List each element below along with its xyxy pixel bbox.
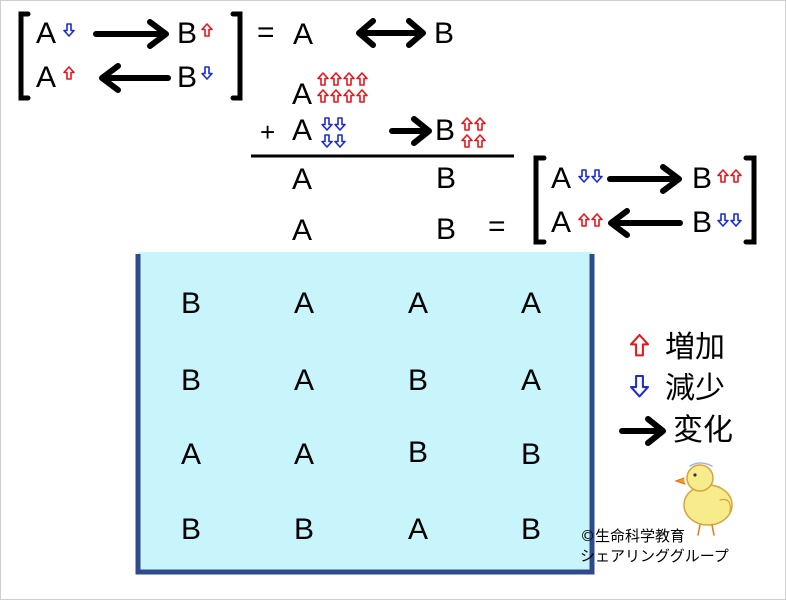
decrease-icon bbox=[63, 23, 75, 37]
arrow-right-3 bbox=[607, 164, 682, 194]
increase-icon bbox=[717, 169, 729, 183]
species-a: A bbox=[36, 61, 57, 94]
decrease-icon bbox=[201, 66, 213, 80]
bracket-right-2 bbox=[743, 155, 757, 245]
species-a: A bbox=[551, 206, 572, 239]
decrease-cluster-icon bbox=[321, 117, 346, 148]
arrow-left-1 bbox=[99, 63, 171, 93]
increase-icon bbox=[578, 213, 590, 227]
tank-molecule: A bbox=[294, 438, 315, 471]
legend-change-label: 変化 bbox=[673, 413, 733, 448]
tank-molecule: B bbox=[294, 513, 315, 546]
arrow-left-3 bbox=[608, 208, 683, 238]
legend-decrease-label: 減少 bbox=[665, 371, 725, 406]
credit-line-2: シェアリンググループ bbox=[580, 547, 729, 565]
container-tank bbox=[138, 252, 592, 572]
species-a: A bbox=[292, 78, 313, 111]
species-b: B bbox=[177, 61, 198, 94]
species-b: B bbox=[692, 162, 713, 195]
decrease-icon bbox=[717, 213, 729, 227]
tank-molecule: B bbox=[521, 513, 542, 546]
increase-icon bbox=[201, 23, 213, 37]
tank-molecule: A bbox=[521, 364, 542, 397]
arrow-right-2 bbox=[389, 116, 432, 146]
species-b: B bbox=[692, 206, 713, 239]
tank-molecule: B bbox=[408, 364, 429, 397]
tank-molecule: B bbox=[408, 436, 429, 469]
decrease-icon bbox=[578, 169, 590, 183]
tank-molecule: A bbox=[408, 513, 429, 546]
legend-increase-icon bbox=[629, 333, 650, 357]
species-a: A bbox=[292, 114, 313, 147]
chick-illustration bbox=[674, 462, 733, 536]
tank-molecule: B bbox=[181, 364, 202, 397]
decrease-icon bbox=[730, 213, 742, 227]
equilibrium-arrow bbox=[356, 18, 426, 48]
tank-wall bbox=[135, 254, 595, 575]
tank-molecule: A bbox=[408, 287, 429, 320]
species-a: A bbox=[292, 163, 313, 196]
legend-increase-label: 増加 bbox=[665, 330, 725, 365]
species-b: B bbox=[436, 213, 457, 246]
legend-change-arrow-icon bbox=[619, 416, 666, 446]
species-a: A bbox=[551, 162, 572, 195]
species-b: B bbox=[436, 162, 457, 195]
tank-molecule: A bbox=[294, 287, 315, 320]
species-a: A bbox=[36, 17, 57, 50]
species-b: B bbox=[177, 17, 198, 50]
tank-molecule: A bbox=[294, 364, 315, 397]
tank-molecule: A bbox=[521, 287, 542, 320]
species-b: B bbox=[434, 17, 455, 50]
increase-cluster-icon bbox=[317, 72, 368, 103]
bracket-right-1 bbox=[230, 11, 243, 101]
tank-molecule: B bbox=[521, 438, 542, 471]
decrease-icon bbox=[591, 169, 603, 183]
species-b: B bbox=[435, 114, 456, 147]
species-a: A bbox=[292, 214, 313, 247]
legend-decrease-icon bbox=[629, 374, 650, 398]
credit-line-1: ©生命科学教育 bbox=[580, 527, 686, 545]
bracket-left-2 bbox=[533, 155, 547, 245]
arrow-right-1 bbox=[93, 19, 169, 49]
increase-icon bbox=[730, 169, 742, 183]
tank-molecule: A bbox=[181, 438, 202, 471]
species-a: A bbox=[293, 18, 314, 51]
increase-icon bbox=[63, 66, 75, 80]
equals-sign: = bbox=[257, 16, 275, 49]
increase-icon bbox=[591, 213, 603, 227]
equals-sign: = bbox=[488, 210, 506, 243]
increase-cluster-icon bbox=[461, 117, 486, 148]
tank-molecule: B bbox=[181, 287, 202, 320]
tank-molecule: B bbox=[181, 513, 202, 546]
bracket-left-1 bbox=[18, 11, 31, 101]
plus-sign: + bbox=[260, 117, 276, 147]
